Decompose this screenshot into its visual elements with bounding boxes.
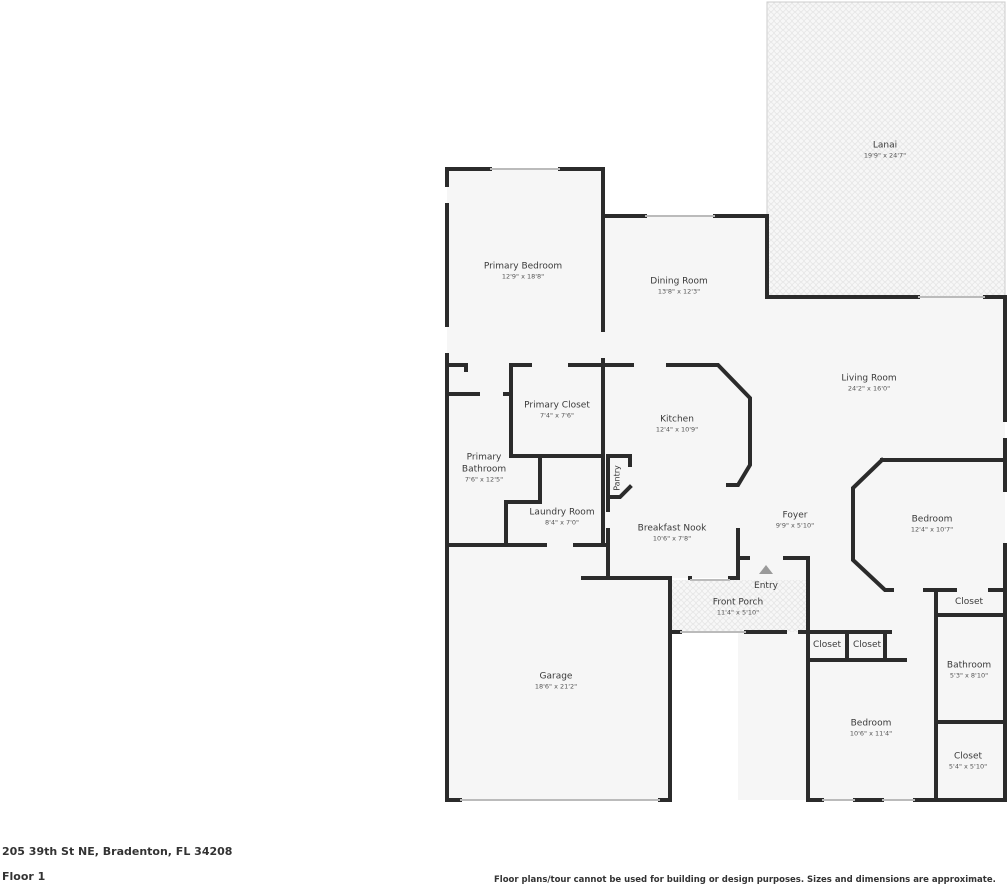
room-name: Bedroom xyxy=(850,718,892,729)
room-dims: 11'4" x 5'10" xyxy=(716,608,760,617)
room-name: Lanai xyxy=(872,140,898,151)
lanai-area xyxy=(766,1,1006,298)
room-name: Primary Bathroom xyxy=(461,452,507,475)
address: 205 39th St NE, Bradenton, FL 34208 xyxy=(2,845,233,858)
room-name: Front Porch xyxy=(712,597,764,608)
room-dims: 5'4" x 5'10" xyxy=(948,762,988,771)
windows xyxy=(460,168,985,801)
room-dims: 10'6" x 11'4" xyxy=(849,729,893,738)
entry-arrow-icon xyxy=(759,565,773,574)
room-name: Living Room xyxy=(841,373,897,384)
room-dims: 7'4" x 7'6" xyxy=(539,411,575,420)
room-name: Bedroom xyxy=(911,514,953,525)
walls xyxy=(445,167,1007,802)
room-dims: 12'4" x 10'7" xyxy=(910,525,954,534)
room-dims: 24'2" x 16'0" xyxy=(847,384,891,393)
room-name: Garage xyxy=(539,671,573,682)
room-closet: Closet xyxy=(813,639,841,651)
room-pantry: Pantry xyxy=(612,465,622,491)
room-closet: Closet xyxy=(955,596,983,608)
room-closet: Closet xyxy=(853,639,881,651)
room-name: Closet xyxy=(953,751,983,762)
room-dims: 7'6" x 12'5" xyxy=(464,475,504,484)
room-name: Primary Closet xyxy=(524,400,590,411)
room-name: Laundry Room xyxy=(529,507,595,518)
room-name: Closet xyxy=(812,640,842,650)
floor-label: Floor 1 xyxy=(2,870,46,883)
room-name: Closet xyxy=(852,640,882,650)
front-porch-area xyxy=(672,580,808,632)
room-dims: 5'3" x 8'10" xyxy=(949,671,989,680)
room-entry: Entry xyxy=(754,580,778,592)
room-name: Kitchen xyxy=(660,414,694,425)
room-name: Entry xyxy=(754,581,778,591)
room-dims: 18'6" x 21'2" xyxy=(534,682,578,691)
disclaimer: Floor plans/tour cannot be used for buil… xyxy=(494,875,996,885)
room-dims: 13'8" x 12'3" xyxy=(657,287,701,296)
room-dims: 19'9" x 24'7" xyxy=(863,151,907,160)
room-dims: 12'9" x 18'8" xyxy=(501,272,545,281)
room-name: Bathroom xyxy=(946,660,992,671)
room-dims: 10'6" x 7'8" xyxy=(652,534,692,543)
room-dims: 8'4" x 7'0" xyxy=(544,518,580,527)
room-name: Dining Room xyxy=(650,276,708,287)
room-name: Closet xyxy=(954,597,984,607)
room-dims: 9'9" x 5'10" xyxy=(775,521,815,530)
room-name: Breakfast Nook xyxy=(637,523,707,534)
room-dims: 12'4" x 10'9" xyxy=(655,425,699,434)
room-name: Foyer xyxy=(782,510,808,521)
room-name: Primary Bedroom xyxy=(483,261,563,272)
